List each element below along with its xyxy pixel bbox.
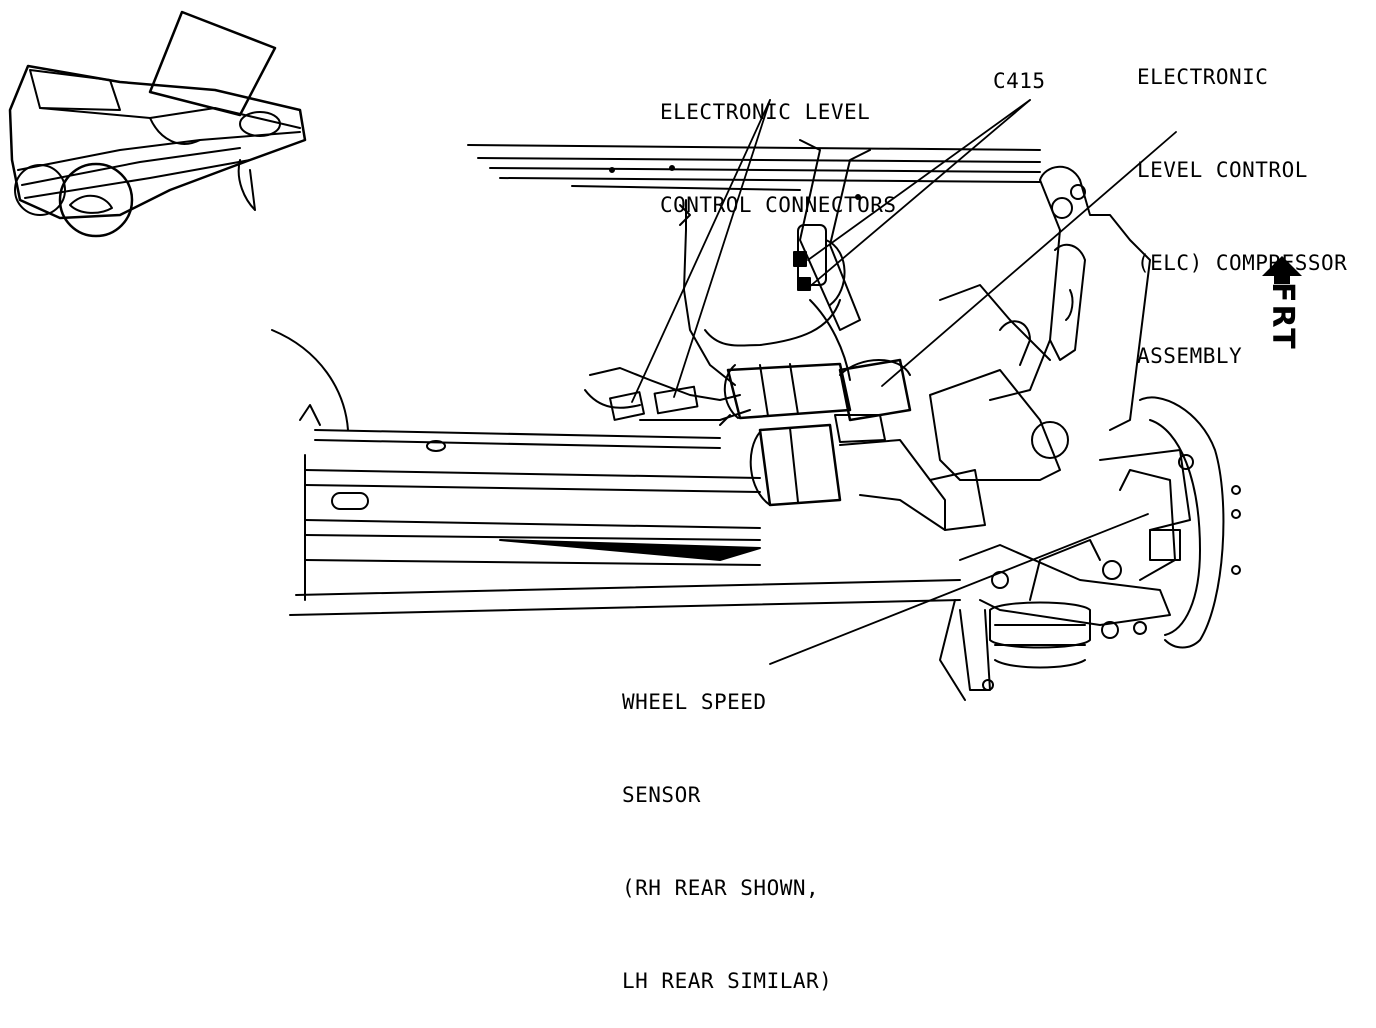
label-elc-connectors-line1: ELECTRONIC LEVEL [660, 100, 871, 124]
leader-wheel-speed [769, 513, 1149, 665]
leader-c415-2 [807, 99, 1031, 289]
label-wheel-speed-line3: (RH REAR SHOWN, [622, 876, 820, 900]
leader-connector-1 [631, 99, 771, 403]
label-elc-compressor-line4: ASSEMBLY [1137, 344, 1243, 368]
label-elc-compressor: ELECTRONIC LEVEL CONTROL (ELC) COMPRESSO… [1137, 0, 1347, 403]
leader-c415-1 [807, 99, 1031, 261]
rear-suspension-assembly [929, 165, 1241, 701]
leader-lines [631, 99, 1177, 665]
wire-harness [584, 199, 846, 426]
elc-compressor [723, 358, 986, 531]
front-direction-label: FRT [1265, 282, 1300, 351]
label-c415: C415 [993, 69, 1046, 93]
label-elc-compressor-line1: ELECTRONIC [1137, 65, 1269, 89]
label-elc-compressor-line2: LEVEL CONTROL [1137, 158, 1308, 182]
label-wheel-speed-line2: SENSOR [622, 783, 701, 807]
label-elc-connectors: ELECTRONIC LEVEL CONTROL CONNECTORS [660, 35, 897, 252]
label-wheel-speed-line4: LH REAR SIMILAR) [622, 969, 833, 993]
leader-compressor [881, 131, 1177, 387]
label-wheel-speed-line1: WHEEL SPEED [622, 690, 767, 714]
label-wheel-speed-sensor: WHEEL SPEED SENSOR (RH REAR SHOWN, LH RE… [622, 625, 832, 1028]
label-elc-connectors-line2: CONTROL CONNECTORS [660, 193, 897, 217]
suspension-diagram [8, 10, 1241, 701]
label-elc-compressor-line3: (ELC) COMPRESSOR [1137, 251, 1348, 275]
leader-connector-2 [673, 99, 771, 398]
front-arrow-icon [1262, 256, 1302, 284]
body-frame-rails [271, 139, 1041, 616]
locator-car-thumbnail [8, 10, 307, 238]
